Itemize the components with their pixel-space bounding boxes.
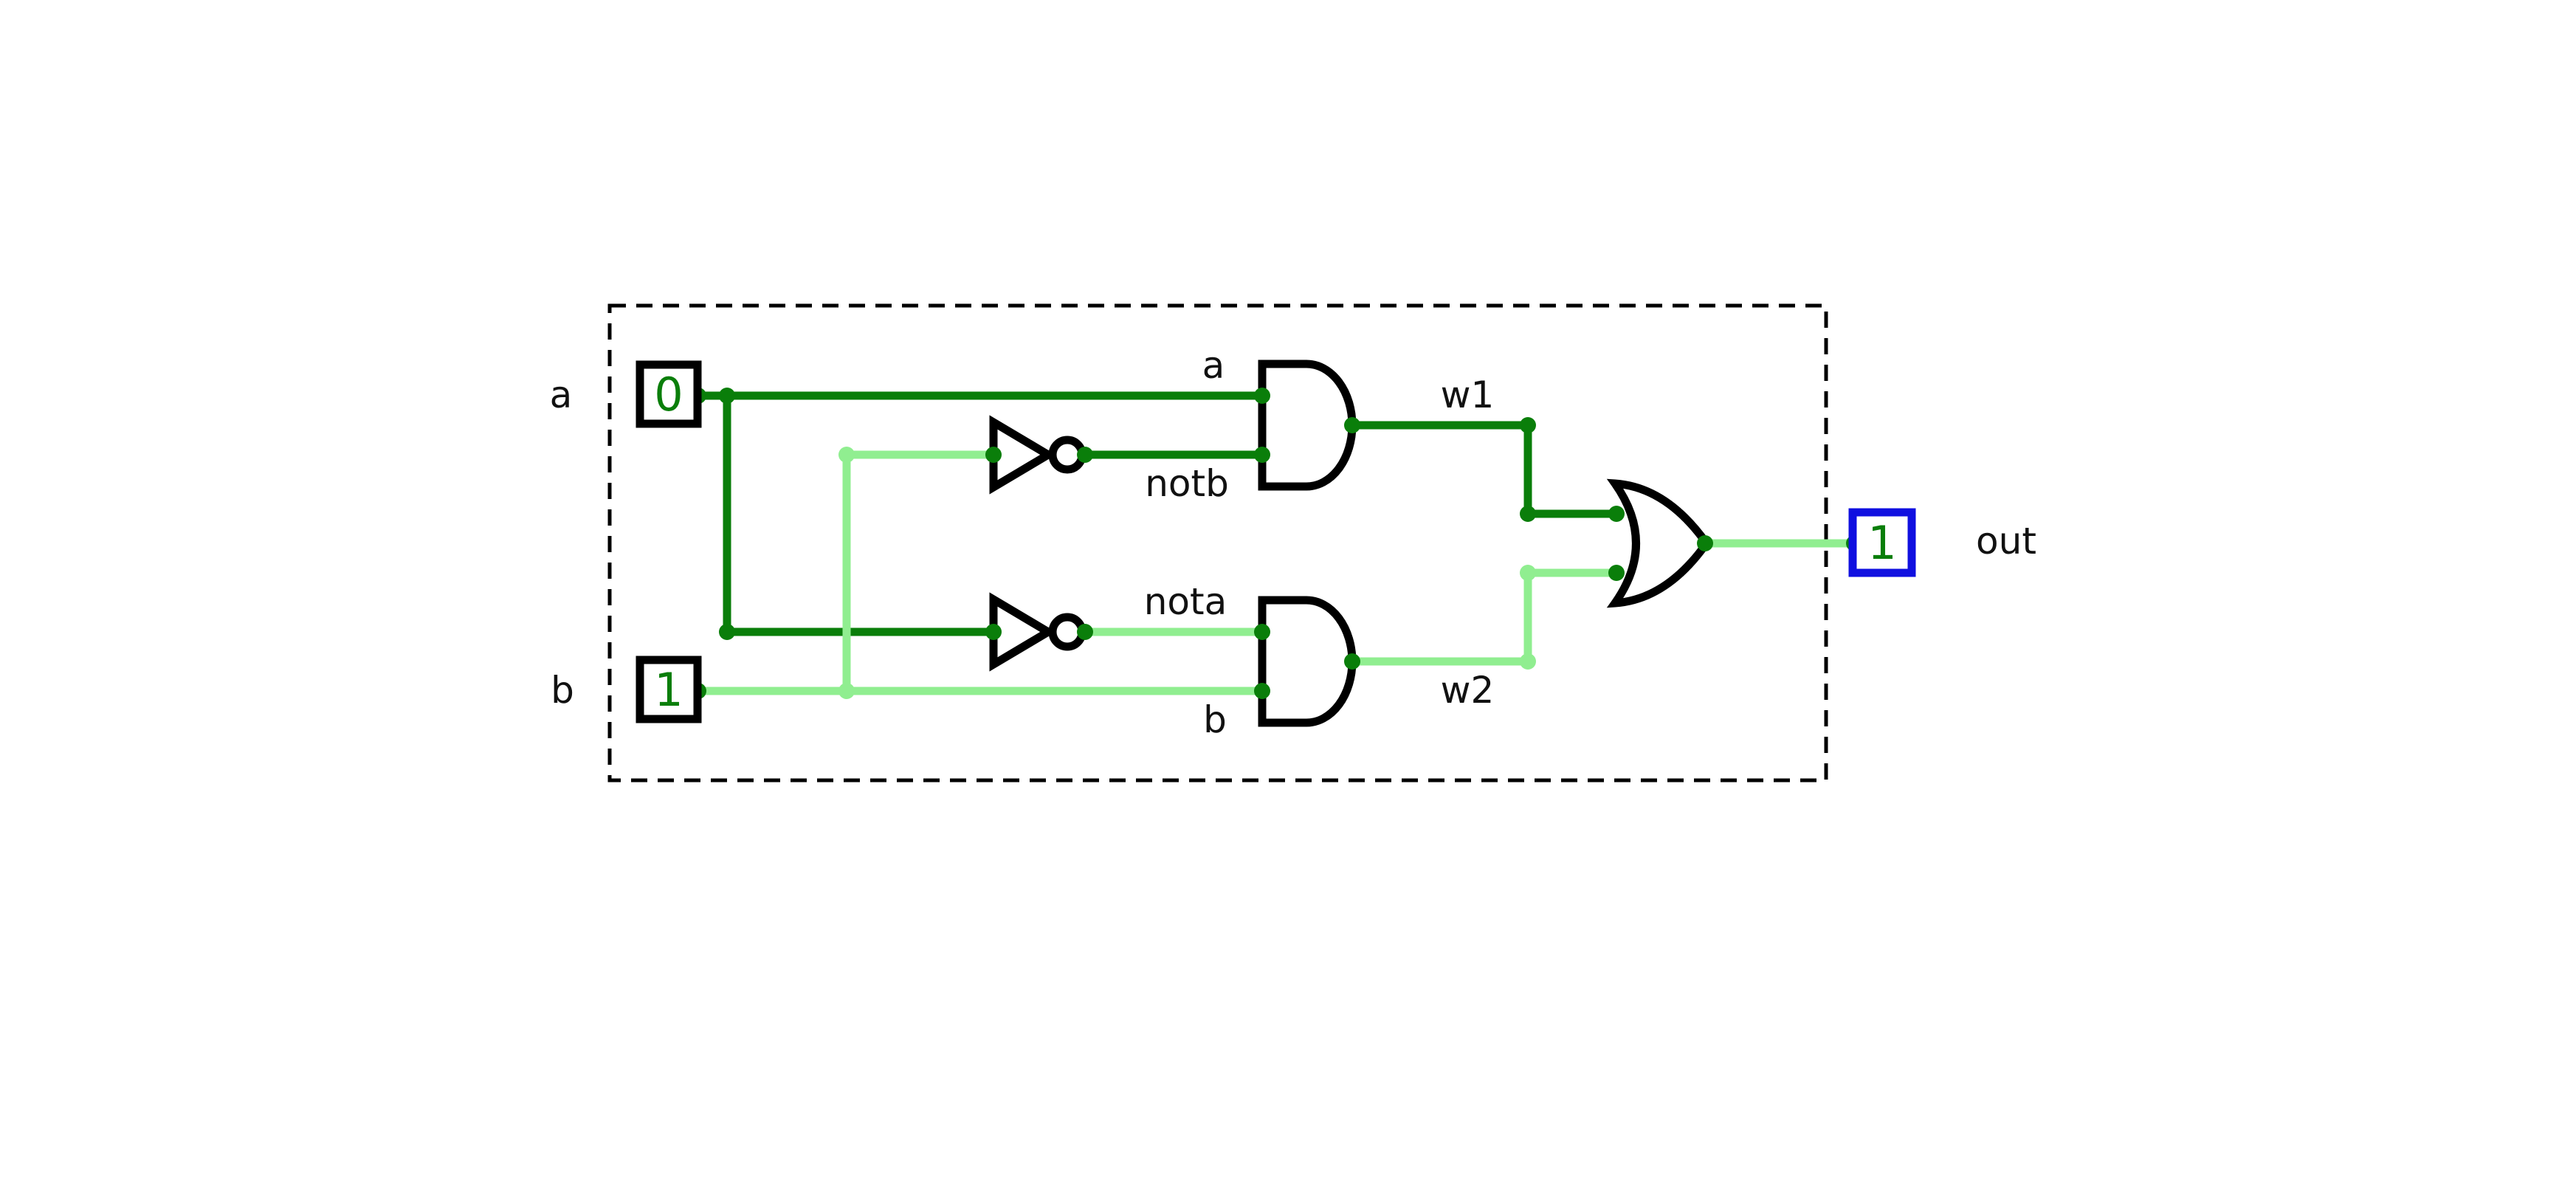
input-b[interactable]: 1	[636, 656, 702, 723]
input-a-value: 0	[654, 368, 683, 422]
dot-w1-or	[1608, 506, 1625, 522]
dot-w1-corner	[1520, 417, 1536, 433]
wire-label-w2: w2	[1441, 669, 1495, 712]
subcircuit-boundary	[607, 303, 1828, 783]
output-value: 1	[1867, 516, 1896, 570]
wire-w1	[1348, 421, 1621, 518]
input-a[interactable]: 0	[636, 360, 702, 428]
dot-b-branch	[838, 683, 855, 699]
dot-a-and	[1254, 388, 1270, 404]
dot-w1-and	[1344, 417, 1360, 433]
wire-label-notb: notb	[1145, 462, 1229, 505]
wire-label-nota: nota	[1144, 580, 1227, 623]
dot-w2-corner	[1520, 653, 1536, 670]
or-gate	[1606, 478, 1712, 608]
labels: a b out a notb nota b w1 w2	[550, 344, 2036, 741]
and-gate-bottom	[1258, 596, 1357, 727]
wire-label-a: a	[1202, 344, 1225, 387]
dot-b-and	[1254, 683, 1270, 699]
dot-nota-and	[1254, 624, 1270, 640]
dot-w1-bend	[1520, 506, 1536, 522]
and-gate-top	[1258, 360, 1357, 491]
dot-b-not	[985, 447, 1002, 463]
wire-label-b: b	[1203, 698, 1227, 741]
input-b-box[interactable]	[636, 656, 702, 723]
dot-nota-out	[1077, 624, 1093, 640]
not-gate-top	[989, 415, 1086, 495]
input-a-box[interactable]	[636, 360, 702, 428]
dot-notb-and	[1254, 447, 1270, 463]
dot-w2-or	[1608, 565, 1625, 581]
input-b-label: b	[551, 669, 574, 712]
dot-notb-out	[1077, 447, 1093, 463]
not-gate-bottom	[989, 592, 1086, 672]
input-b-value: 1	[654, 663, 683, 717]
wire-w2	[1348, 568, 1621, 666]
dot-out-or	[1697, 535, 1713, 551]
dot-b-corner	[838, 447, 855, 463]
dot-w2-and	[1344, 653, 1360, 670]
wire-label-w1: w1	[1441, 374, 1495, 416]
dot-a-corner	[719, 624, 735, 640]
input-a-label: a	[550, 374, 573, 416]
output-label: out	[1976, 520, 2036, 563]
dot-w2-bend	[1520, 565, 1536, 581]
dot-a-not	[985, 624, 1002, 640]
dot-a-branch	[719, 388, 735, 404]
output-box	[1848, 508, 1916, 577]
output-out: 1	[1848, 508, 1916, 577]
